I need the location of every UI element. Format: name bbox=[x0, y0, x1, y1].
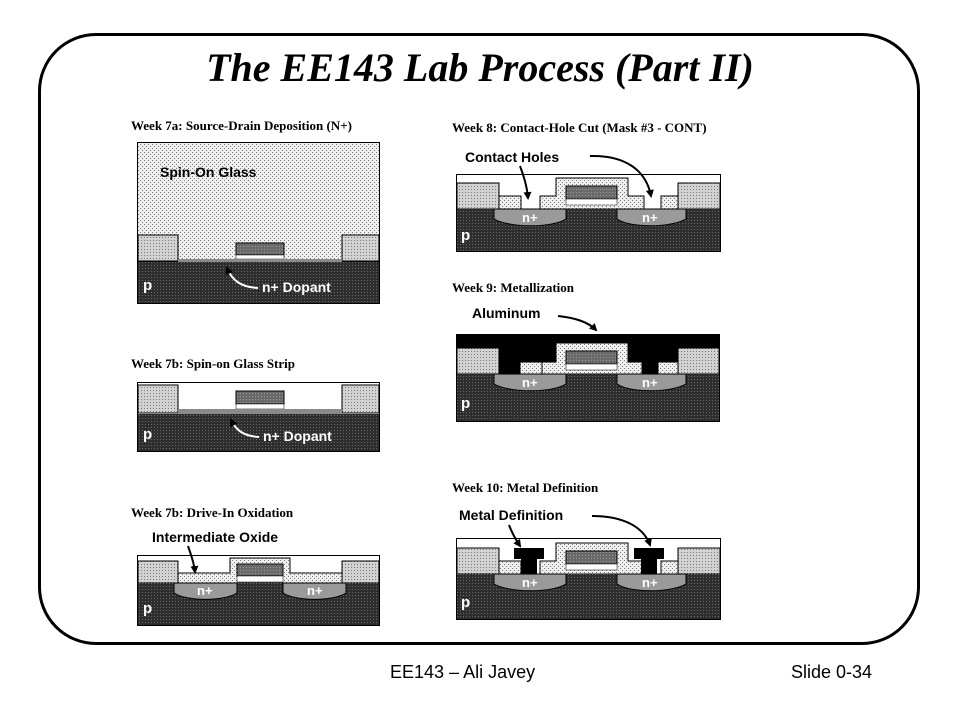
week8-nplus-left-label: n+ bbox=[522, 210, 538, 225]
week10-substrate-label: p bbox=[461, 594, 470, 611]
week9-gate-oxide bbox=[565, 363, 618, 371]
week8-field-oxide-right bbox=[677, 182, 721, 210]
week10-nplus-right-label: n+ bbox=[642, 575, 658, 590]
panel-week7b-drive: Week 7b: Drive-In Oxidation Intermediate… bbox=[131, 505, 380, 626]
week9-gate bbox=[565, 350, 618, 365]
week7b-drive-field-oxide-left bbox=[137, 560, 179, 584]
week8-nplus-right-label: n+ bbox=[642, 210, 658, 225]
week7a-glass-label: Spin-On Glass bbox=[160, 164, 257, 180]
week10-heading: Week 10: Metal Definition bbox=[452, 480, 599, 495]
week7b-strip-heading: Week 7b: Spin-on Glass Strip bbox=[131, 356, 295, 371]
week7a-dopant-label: n+ Dopant bbox=[262, 279, 331, 295]
week7b-drive-callout-arrow bbox=[187, 545, 199, 574]
panel-week8: Week 8: Contact-Hole Cut (Mask #3 - CONT… bbox=[452, 120, 721, 252]
week9-oxide-right bbox=[657, 361, 679, 375]
week10-field-oxide-left bbox=[456, 547, 500, 575]
week10-metal-contact-left bbox=[514, 548, 544, 574]
week9-substrate-label: p bbox=[461, 395, 470, 412]
week7b-strip-substrate bbox=[138, 414, 379, 451]
week7b-drive-callout: Intermediate Oxide bbox=[152, 529, 278, 545]
week8-callout-arrow-left bbox=[519, 165, 532, 200]
week7b-drive-gate-oxide bbox=[236, 575, 284, 583]
week8-oxide-right bbox=[660, 195, 679, 210]
week8-nplus-left bbox=[493, 208, 567, 227]
week10-nplus-left-label: n+ bbox=[522, 575, 538, 590]
week7a-substrate bbox=[138, 262, 379, 303]
week7a-field-oxide-right bbox=[341, 234, 380, 262]
week9-nplus-left-label: n+ bbox=[522, 375, 538, 390]
week7a-dopant-layer bbox=[178, 259, 342, 263]
week8-callout-arrow-right bbox=[589, 154, 654, 198]
slide-frame bbox=[38, 33, 920, 645]
week7b-drive-nplus-left-label: n+ bbox=[197, 583, 213, 598]
week9-nplus-right bbox=[616, 373, 687, 392]
panel-week7b-strip: Week 7b: Spin-on Glass Strip p n+ Dopant bbox=[131, 356, 380, 452]
week9-oxide-left bbox=[519, 361, 543, 375]
week7b-drive-nplus-right-label: n+ bbox=[307, 583, 323, 598]
week8-substrate-label: p bbox=[461, 227, 470, 244]
week7b-drive-field-oxide-right bbox=[341, 560, 380, 584]
week7b-strip-dopant-layer bbox=[178, 409, 342, 414]
week7a-field-oxide-left bbox=[137, 234, 179, 262]
week10-nplus-left bbox=[493, 573, 567, 592]
week10-oxide-right bbox=[660, 560, 679, 575]
week8-gate-oxide bbox=[565, 198, 618, 206]
week7b-strip-dopant-label: n+ Dopant bbox=[263, 428, 332, 444]
panel-week7a: Week 7a: Source-Drain Deposition (N+) Sp… bbox=[131, 118, 380, 304]
week10-nplus-right bbox=[616, 573, 687, 592]
week10-callout-arrow-left bbox=[508, 524, 522, 548]
week10-callout-arrow-right bbox=[591, 515, 652, 547]
week7b-drive-heading: Week 7b: Drive-In Oxidation bbox=[131, 505, 294, 520]
week7b-drive-nplus-right bbox=[282, 582, 347, 600]
week10-callout: Metal Definition bbox=[459, 507, 563, 523]
week7b-strip-field-oxide-left bbox=[137, 384, 179, 414]
panel-week9: Week 9: Metallization Aluminum p n+ n+ bbox=[452, 280, 720, 422]
week9-field-oxide-left bbox=[456, 347, 500, 375]
week7a-heading: Week 7a: Source-Drain Deposition (N+) bbox=[131, 118, 352, 133]
week8-gate bbox=[565, 185, 618, 200]
panel-week10: Week 10: Metal Definition Metal Definiti… bbox=[452, 480, 721, 620]
week7b-drive-nplus-left bbox=[173, 582, 238, 600]
week9-callout-arrow bbox=[557, 315, 598, 332]
week7b-strip-dopant-arrow bbox=[230, 418, 260, 438]
week9-nplus-right-label: n+ bbox=[642, 375, 658, 390]
week7b-drive-gate bbox=[236, 563, 284, 577]
week7a-substrate-label: p bbox=[143, 277, 152, 294]
week7b-strip-gate bbox=[235, 390, 285, 405]
week8-oxide-left bbox=[498, 195, 522, 210]
slide-title: The EE143 Lab Process (Part II) bbox=[206, 45, 754, 90]
week9-nplus-left bbox=[493, 373, 567, 392]
week8-nplus-right bbox=[616, 208, 687, 227]
week10-gate bbox=[565, 550, 618, 565]
week8-field-oxide-left bbox=[456, 182, 500, 210]
week9-field-oxide-right bbox=[677, 347, 720, 375]
week7b-drive-substrate-label: p bbox=[143, 600, 152, 617]
week7a-gate bbox=[235, 242, 285, 256]
week9-heading: Week 9: Metallization bbox=[452, 280, 575, 295]
week10-gate-oxide bbox=[565, 563, 618, 571]
footer-author: EE143 – Ali Javey bbox=[390, 662, 536, 682]
week8-heading: Week 8: Contact-Hole Cut (Mask #3 - CONT… bbox=[452, 120, 707, 135]
week7b-strip-substrate-label: p bbox=[143, 426, 152, 443]
week10-metal-contact-right bbox=[634, 548, 664, 574]
week10-oxide-left bbox=[498, 560, 522, 575]
slide-number: Slide 0-34 bbox=[791, 662, 873, 682]
week7a-gate-oxide bbox=[235, 254, 285, 260]
week7a-dopant-arrow bbox=[225, 266, 259, 289]
week9-callout: Aluminum bbox=[472, 305, 540, 321]
week7b-strip-gate-oxide bbox=[235, 403, 285, 410]
week10-field-oxide-right bbox=[677, 547, 721, 575]
week8-callout: Contact Holes bbox=[465, 149, 559, 165]
week7b-strip-field-oxide-right bbox=[341, 384, 380, 414]
